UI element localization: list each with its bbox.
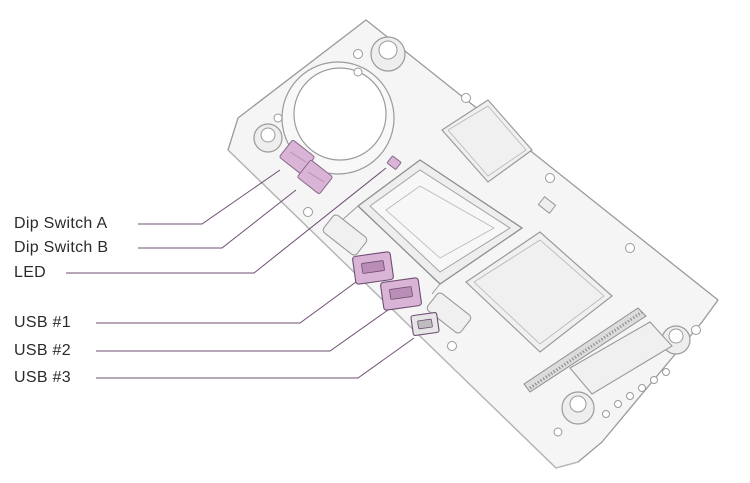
pin-header: [523, 307, 647, 393]
leader-line-usb-1: [96, 281, 357, 324]
dip-switch-b: [297, 160, 333, 194]
lower-part-right: [426, 292, 472, 334]
left-button: [253, 123, 283, 153]
label-dip-switch-a: Dip Switch A: [14, 215, 108, 232]
bottom-button-left: [561, 391, 595, 425]
leader-line-led: [66, 167, 387, 274]
leader-line-dip-switch-b: [138, 189, 297, 249]
large-chip: [465, 231, 613, 353]
lower-part-left: [322, 214, 368, 256]
label-dip-switch-b: Dip Switch B: [14, 239, 109, 256]
shield-frame: [339, 159, 524, 295]
label-usb-2: USB #2: [14, 342, 71, 359]
lower-module: [569, 321, 673, 395]
label-usb-3: USB #3: [14, 369, 71, 386]
led: [386, 155, 402, 170]
leader-line-dip-switch-a: [138, 169, 281, 225]
upper-chip: [441, 99, 533, 183]
usb-1: [352, 251, 394, 285]
label-led: LED: [14, 264, 47, 281]
small-connector: [537, 196, 557, 214]
leader-lines: [66, 167, 415, 379]
screws: [273, 49, 701, 437]
leader-line-usb-2: [96, 309, 389, 352]
top-button: [370, 36, 406, 72]
camera-ring: [281, 61, 395, 175]
board-bevel: [227, 149, 579, 469]
usb-3: [410, 311, 440, 337]
leader-line-usb-3: [96, 337, 415, 379]
test-pads: [602, 368, 670, 418]
usb-2: [380, 277, 422, 311]
label-usb-1: USB #1: [14, 314, 71, 331]
